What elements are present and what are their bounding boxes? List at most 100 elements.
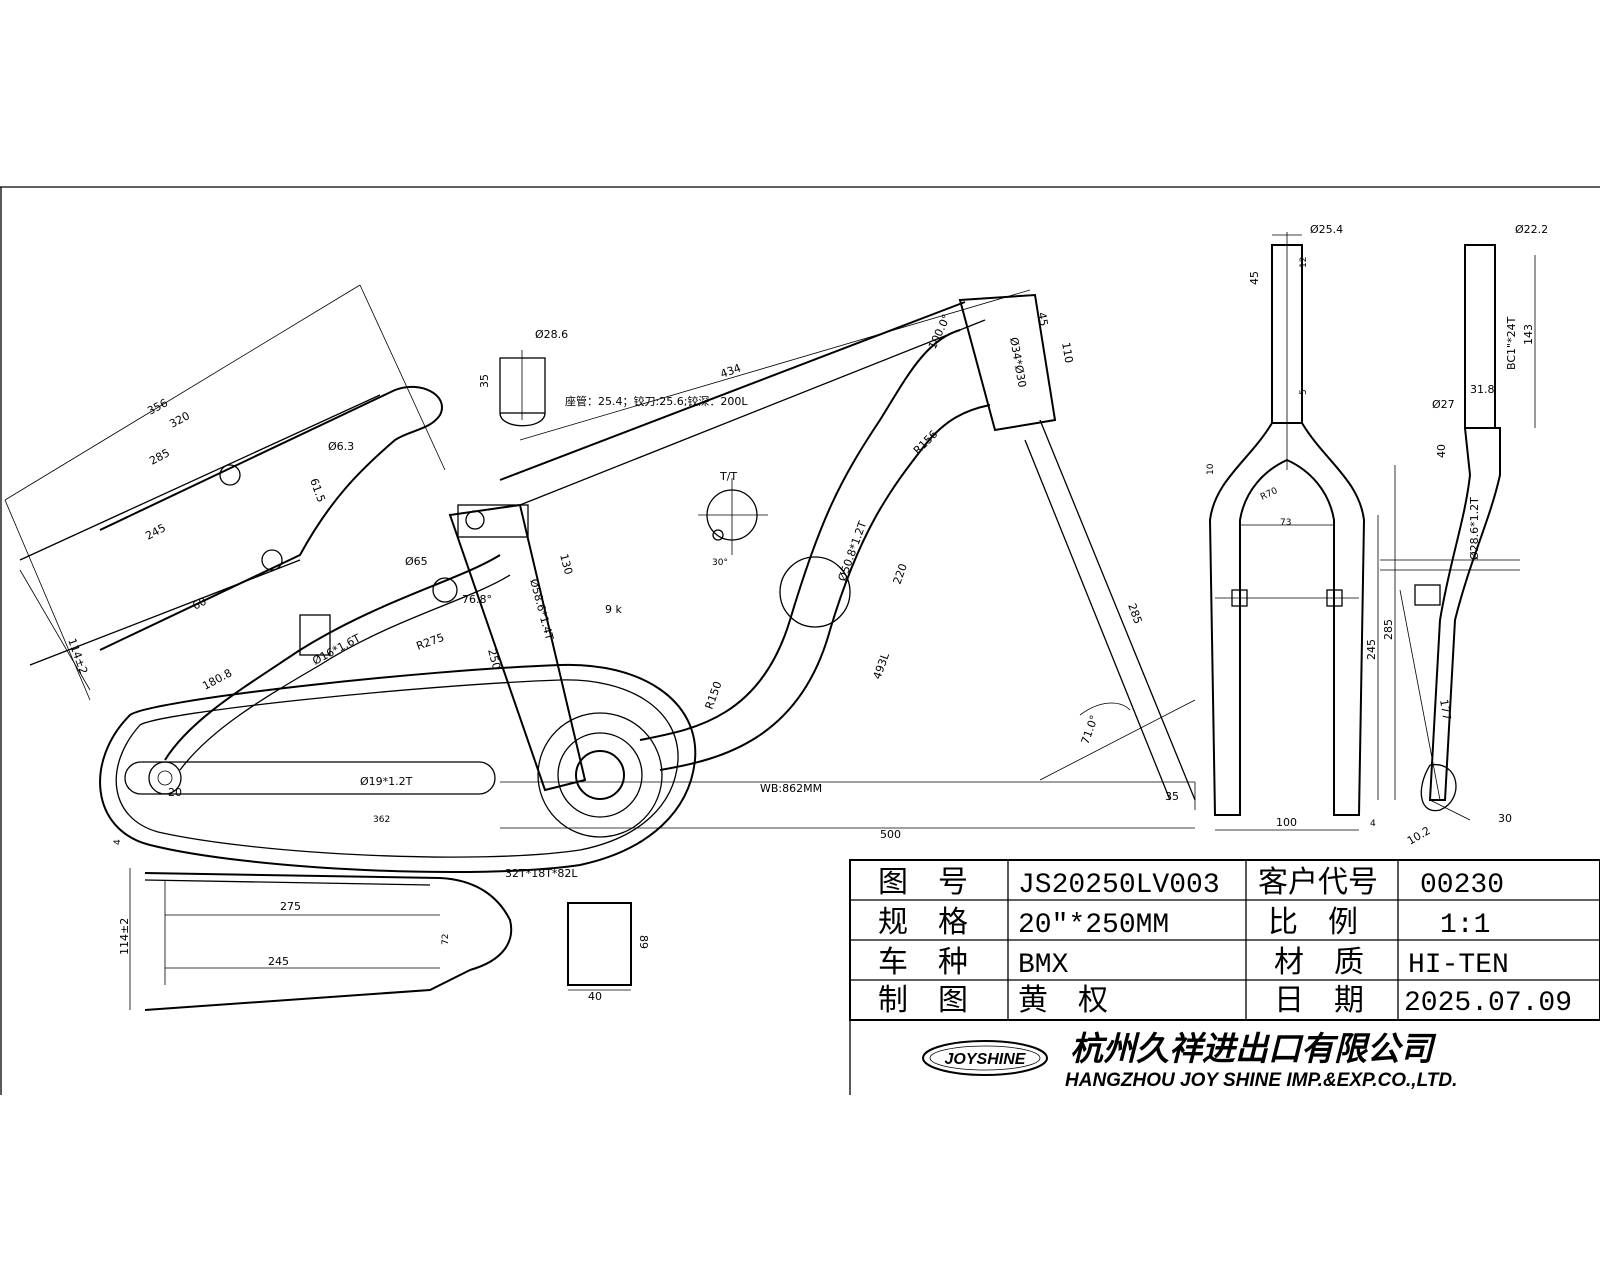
dim-285b: 285 [1125,602,1144,626]
fork-side-view [1380,244,1536,821]
tube-section-circle [779,556,851,628]
company-name-en: HANGZHOU JOY SHINE IMP.&EXP.CO.,LTD. [1065,1070,1457,1091]
tb-material-label: 材 质 [1274,946,1364,979]
tb-material: HI-TEN [1408,950,1509,981]
bottom-bracket [575,750,625,800]
title-block: 图 号 JS20250LV003 客户代号 00230 规 格 20"*250M… [849,859,1600,1095]
fork-dim-28: Ø28.6*1.2T [1468,497,1481,560]
dim-6-3: Ø6.3 [328,440,354,453]
dim-65: Ø65 [405,555,428,568]
head-tube [958,293,1057,432]
fork-dim-10-2: 10.2 [1405,824,1433,848]
dim-r275: R275 [415,631,446,653]
dim-34: Ø34*Ø30 [1007,336,1029,388]
dim-61: 61.5 [307,477,328,504]
tb-customer-code-label: 客户代号 [1258,866,1378,899]
dim-60: 60 [190,595,208,613]
dim-71: 71.0° [1079,713,1101,746]
dim-89: 89 [637,935,650,949]
tb-drafter-label: 制 图 [878,984,968,1017]
dim-30deg: 30° [712,558,728,568]
chainstay [124,761,496,795]
seat-clamp [457,504,529,538]
tb-date: 2025.07.09 [1404,988,1572,1019]
tb-type-label: 车 种 [878,946,968,979]
chainring-mid [557,732,643,818]
dim-76: 76.8° [462,593,492,606]
dim-500: 500 [880,828,901,841]
chain-guard [99,663,697,874]
company-name-cn: 杭州久祥进出口有限公司 [1070,1029,1437,1068]
fork-dim-73: 73 [1280,518,1291,528]
fork-line [1039,419,1196,801]
seat-tube [448,503,587,792]
company-logo-text: JOYSHINE [945,1051,1027,1068]
dim-tt: T/T [719,470,737,483]
fork-dim-25: Ø25.4 [1310,223,1343,236]
dim-434: 434 [719,361,743,380]
dim-285a: 285 [147,446,172,467]
tb-drafter: 黄 权 [1018,984,1108,1017]
fork-dim-45: 45 [1248,271,1261,285]
top-tube [499,301,966,481]
dim-100deg: 100.0° [926,312,953,351]
dim-16: Ø16*1.6T [310,631,363,667]
tb-scale: 1:1 [1440,910,1490,941]
tb-spec: 20"*250MM [1018,910,1169,941]
fork-dim-100: 100 [1276,816,1297,829]
fork-dim-22: Ø22.2 [1515,223,1548,236]
dim-wb: WB:862MM [760,782,822,795]
company-block: JOYSHINE 杭州久祥进出口有限公司 HANGZHOU JOY SHINE … [922,1029,1457,1091]
dim-58: Ø58.6*1.4T [527,577,556,641]
dim-seat-note: 座管：25.4；铰刀:25.6;铰深：200L [565,394,748,408]
fork-dim-12: 12 [1299,257,1309,268]
rear-stay-view [4,284,446,701]
dim-130: 130 [557,552,575,576]
dim-r150: R150 [703,680,725,711]
dim-245b: 245 [268,955,289,968]
company-logo [922,1040,1048,1076]
dim-250: 250 [485,647,503,671]
dim-seat-dia: Ø28.6 [535,328,568,341]
chainstay-view [129,868,632,1011]
dim-220: 220 [891,562,910,586]
dim-356: 356 [145,396,170,417]
fork-dim-177: 177 [1437,698,1453,721]
tb-scale-label: 比 例 [1268,906,1358,939]
fork-dim-r70: R70 [1259,486,1280,503]
drawing-border [0,186,1600,1095]
dim-9k: 9 k [605,603,622,616]
dim-275: 275 [280,900,301,913]
seatpost-detail [499,289,1031,441]
dim-45: 45 [1035,311,1050,327]
tb-drawing-no-label: 图 号 [878,866,968,899]
dim-20: 20 [168,786,182,799]
rear-axle [148,761,182,795]
bb-shell-view [567,902,632,986]
tb-spec-label: 规 格 [878,906,968,939]
dim-40-bot: 40 [588,990,602,1003]
dim-chain: 32T*18T*82L [505,867,578,880]
fork-dim-285: 285 [1382,619,1395,640]
down-tube [639,329,961,741]
tb-drawing-no: JS20250LV003 [1018,870,1220,901]
chain-guard-inner [115,679,679,858]
dim-245a: 245 [143,521,168,542]
dim-493: 493L [871,650,893,681]
tb-type: BMX [1018,950,1069,981]
fork-dim-40: 40 [1435,444,1448,458]
dim-114-bot: 114±2 [118,918,131,955]
frame-side-view [99,293,1196,874]
dim-50: Ø50.8*1.2T [836,519,870,583]
fork-dim-30: 30 [1498,812,1512,825]
fork-dim-143: 143 [1522,324,1535,345]
dim-180: 180.8 [200,666,234,692]
dim-19: Ø19*1.2T [360,775,413,788]
fork-dim-27: Ø27 [1432,398,1455,411]
dim-320: 320 [167,409,192,430]
dim-110: 110 [1059,341,1075,364]
fork-front-view [1208,232,1396,831]
fork-dim-4: 4 [1370,819,1376,829]
fork-dim-bc: BC1"*24T [1505,316,1518,370]
